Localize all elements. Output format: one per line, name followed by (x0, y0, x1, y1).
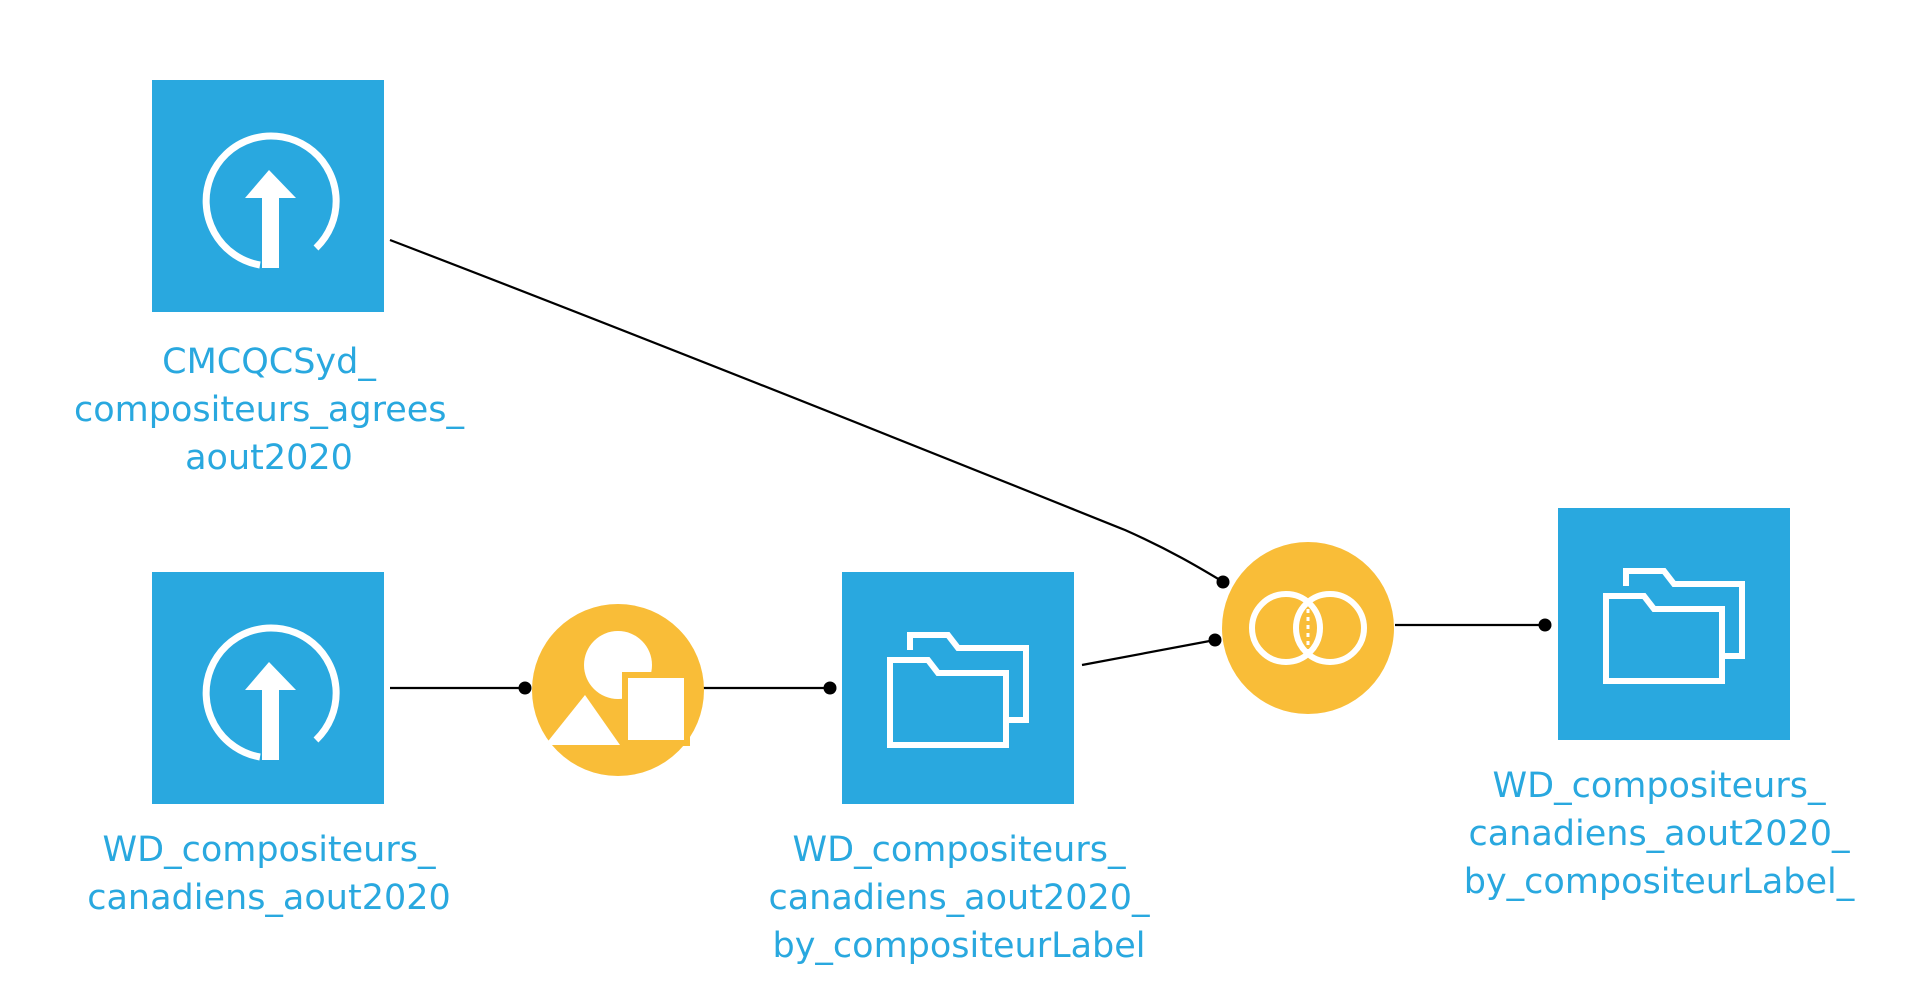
label-line: canadiens_aout2020_ (768, 878, 1150, 918)
dataset-label-grouped[interactable]: WD_compositeurs_ canadiens_aout2020_ by_… (729, 826, 1189, 970)
label-line: canadiens_aout2020_ (1468, 814, 1850, 854)
label-line: WD_compositeurs_ (792, 830, 1126, 870)
edge-endpoints (518, 575, 1552, 695)
dataset-node-grouped[interactable] (842, 572, 1074, 804)
dataset-label-output[interactable]: WD_compositeurs_ canadiens_aout2020_ by_… (1429, 762, 1889, 906)
label-line: WD_compositeurs_ (1492, 766, 1826, 806)
upload-arrow-icon (202, 132, 340, 269)
recipe-node-join[interactable] (1222, 542, 1394, 714)
dataset-label-wd-source[interactable]: WD_compositeurs_ canadiens_aout2020 (39, 826, 499, 922)
dataset-node-wd-source[interactable] (152, 572, 384, 804)
dataset-square (1558, 508, 1790, 740)
folder-icon (1603, 568, 1745, 684)
flow-edges (389, 238, 1545, 690)
label-line: canadiens_aout2020 (87, 878, 451, 918)
edge-endpoint-dot (823, 681, 837, 695)
folder-icon (887, 632, 1029, 748)
label-line: by_compositeurLabel_ (1463, 862, 1855, 902)
dataset-square (842, 572, 1074, 804)
dataset-node-cmcqcsyd[interactable] (152, 80, 384, 312)
edge-source-agrees-to-join[interactable] (389, 238, 1221, 581)
join-circles-icon (1249, 591, 1367, 665)
edge-endpoint-dot (1216, 575, 1230, 589)
dataset-label-cmcqcsyd[interactable]: CMCQCSyd_ compositeurs_agrees_ aout2020 (39, 338, 499, 482)
edge-endpoint-dot (1208, 633, 1222, 647)
label-line: by_compositeurLabel (772, 926, 1146, 966)
label-line: WD_compositeurs_ (102, 830, 436, 870)
label-line: CMCQCSyd_ (162, 342, 376, 382)
shapes-icon (545, 631, 690, 746)
label-line: aout2020 (185, 438, 353, 478)
upload-arrow-icon (202, 624, 340, 761)
edge-endpoint-dot (1538, 618, 1552, 632)
label-line: compositeurs_agrees_ (74, 390, 464, 430)
recipe-node-group[interactable] (532, 604, 704, 776)
edge-endpoint-dot (518, 681, 532, 695)
dataset-node-output[interactable] (1558, 508, 1790, 740)
edge-grouped-dataset-to-join[interactable] (1081, 638, 1216, 667)
